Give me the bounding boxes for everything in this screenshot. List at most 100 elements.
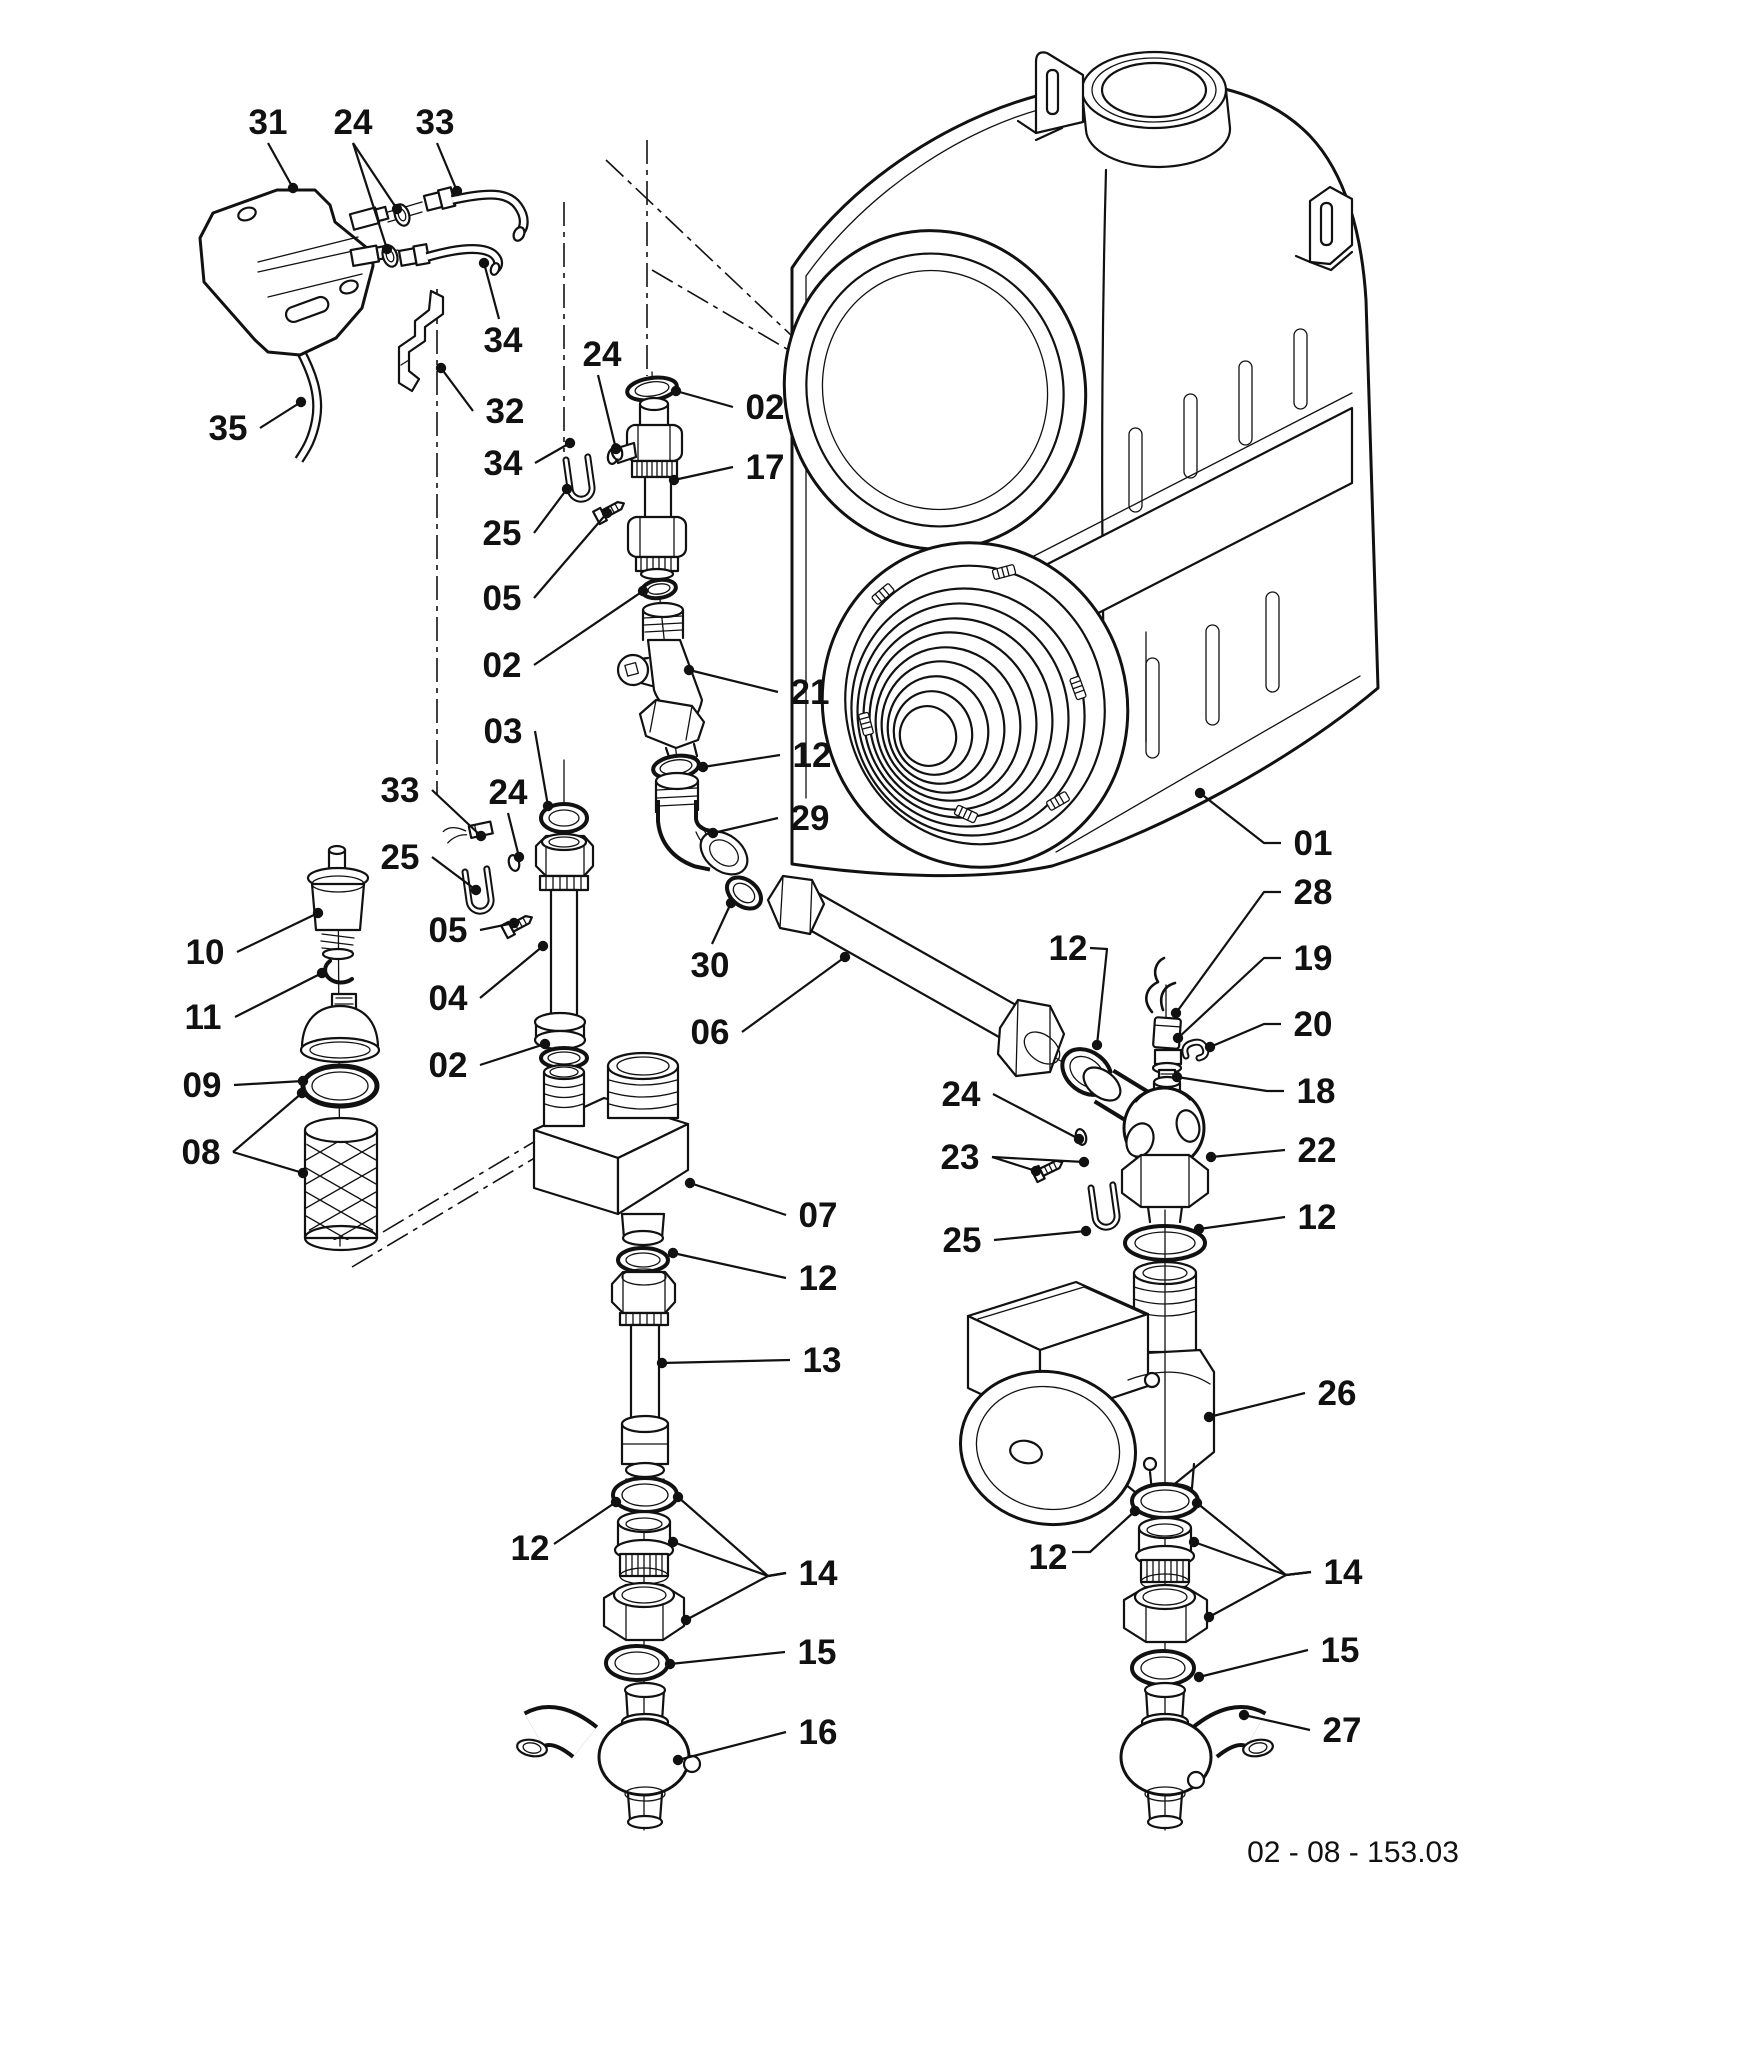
control-box-group	[198, 186, 529, 463]
leader-dot	[664, 1658, 676, 1670]
leader-dot	[508, 917, 520, 929]
callout-label: 12	[511, 1529, 550, 1568]
leader-line	[236, 912, 319, 953]
leader-dot	[1129, 1505, 1141, 1517]
leader-line	[661, 1358, 791, 1365]
heat-exchanger-coil	[850, 587, 1086, 837]
leader-dot	[683, 664, 695, 676]
return-pipe-assembly	[516, 759, 702, 1831]
callout-label: 27	[1323, 1711, 1362, 1750]
boiler-body	[782, 50, 1380, 878]
leader-line	[1072, 1510, 1136, 1554]
callout-label: 19	[1294, 939, 1333, 978]
callout-label: 12	[793, 736, 832, 775]
leader-dot	[680, 1614, 692, 1626]
leader-dot	[312, 907, 324, 919]
callout-label: 24	[942, 1075, 981, 1114]
flue-collar	[1080, 50, 1232, 169]
hose-lower	[397, 243, 504, 276]
callout-label: 01	[1294, 824, 1333, 863]
callout-label: 12	[1029, 1538, 1068, 1577]
leader-line	[672, 1540, 787, 1578]
callout-label: 35	[209, 409, 248, 448]
leader-dot	[478, 257, 490, 269]
leader-dot	[475, 830, 487, 842]
leader-line	[479, 945, 544, 999]
leader-line	[1208, 1570, 1312, 1618]
leader-dot	[1091, 1039, 1103, 1051]
leader-dot	[470, 884, 482, 896]
leader-line	[685, 1571, 787, 1621]
leader-dot	[1073, 1133, 1085, 1145]
leader-dot	[670, 385, 682, 397]
callout-label: 02	[746, 388, 785, 427]
callout-label: 32	[486, 392, 525, 431]
leader-line	[669, 1650, 786, 1666]
callout-label: 09	[183, 1066, 222, 1105]
leader-line	[232, 1150, 304, 1175]
leader-line	[672, 1251, 787, 1280]
leader-line	[1089, 946, 1109, 1046]
leader-dot	[1193, 1223, 1205, 1235]
leader-line	[741, 956, 846, 1033]
leader-line	[1177, 956, 1281, 1039]
flange-studs	[858, 564, 1087, 824]
callout-label: 14	[1324, 1553, 1363, 1592]
leader-line	[440, 367, 474, 412]
callout-label: 31	[249, 103, 288, 142]
callout-label: 34	[484, 321, 523, 360]
leader-line	[431, 856, 477, 891]
callout-label: 25	[943, 1221, 982, 1260]
callout-label: 26	[1318, 1374, 1357, 1413]
leader-dot	[295, 396, 307, 408]
leader-dot	[287, 182, 299, 194]
leader-dot	[1188, 1536, 1200, 1548]
leader-line	[482, 262, 501, 320]
u-clip	[461, 865, 495, 915]
leader-line	[712, 816, 779, 835]
barb-fitting	[442, 820, 494, 844]
leader-line	[352, 142, 398, 210]
leader-line	[533, 488, 568, 534]
leader-line	[711, 902, 732, 945]
leader-dot	[381, 243, 393, 255]
callout-label: 15	[1321, 1631, 1360, 1670]
callout-label: 12	[1298, 1198, 1337, 1237]
leader-line	[1199, 792, 1281, 845]
callout-label: 02	[483, 646, 522, 685]
leader-line	[479, 921, 515, 932]
leader-dot	[564, 437, 576, 449]
callout-label: 21	[791, 673, 830, 712]
leader-dot	[435, 362, 447, 374]
leader-dot	[637, 585, 649, 597]
callout-label: 16	[799, 1713, 838, 1752]
leader-line	[232, 1092, 303, 1153]
leader-line	[673, 465, 734, 482]
leader-dot	[297, 1167, 309, 1179]
callout-label: 33	[381, 771, 420, 810]
leader-line	[675, 389, 734, 409]
leader-line	[993, 1229, 1087, 1242]
leader-dot	[537, 940, 549, 952]
leader-dot	[610, 1496, 622, 1508]
leader-dot	[1205, 1151, 1217, 1163]
leader-dot	[1030, 1165, 1042, 1177]
callout-label: 12	[1049, 929, 1088, 968]
callout-label: 17	[746, 448, 785, 487]
leader-dot	[391, 203, 403, 215]
leader-line	[553, 1501, 617, 1545]
leader-line	[596, 374, 618, 450]
leader-line	[431, 789, 482, 837]
callout-label: 12	[799, 1259, 838, 1298]
callout-label: 06	[691, 1013, 730, 1052]
leader-dot	[668, 474, 680, 486]
leader-dot	[1080, 1225, 1092, 1237]
leader-line	[435, 142, 459, 192]
leader-dot	[601, 507, 613, 519]
leader-dot	[725, 897, 737, 909]
callout-label: 10	[186, 933, 225, 972]
leader-line	[702, 753, 781, 769]
callout-label: 29	[791, 799, 830, 838]
leader-line	[689, 1181, 787, 1217]
mounting-bracket-right	[1294, 185, 1354, 272]
